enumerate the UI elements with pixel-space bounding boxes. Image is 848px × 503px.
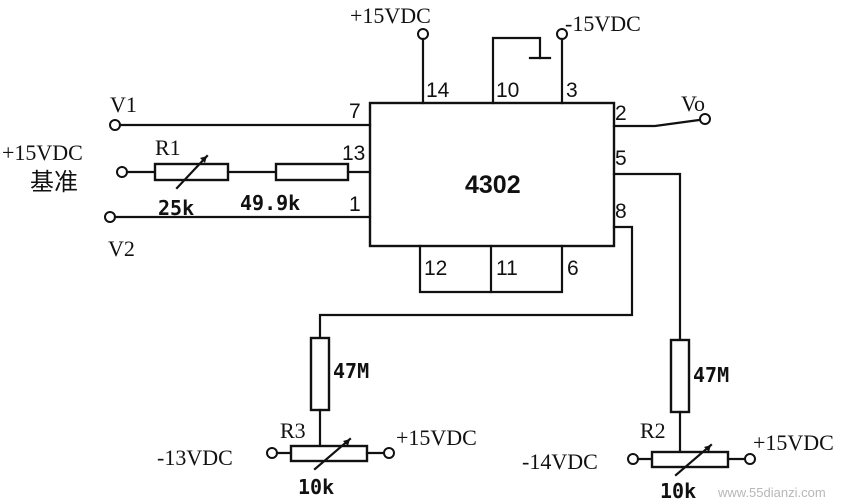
r3-right-supply: +15VDC xyxy=(396,425,477,450)
label-v1: V1 xyxy=(110,92,137,117)
ref-supply-label: +15VDC xyxy=(2,140,83,165)
pin-12: 12 xyxy=(424,257,447,280)
terminal-top-pos xyxy=(417,28,429,40)
r2-adjust-arrow xyxy=(674,443,713,477)
resistor-right-47m-value: 47M xyxy=(693,363,729,387)
terminal-ref xyxy=(116,166,128,178)
resistor-49-9k xyxy=(274,162,350,182)
r3-left-supply: -13VDC xyxy=(157,445,233,470)
r1-arrowhead xyxy=(200,156,207,163)
pin-14: 14 xyxy=(426,79,450,102)
r2-left-supply: -14VDC xyxy=(522,449,598,474)
wire-output xyxy=(612,118,701,128)
r2-arrowhead xyxy=(704,445,711,452)
r2-value: 10k xyxy=(660,479,696,503)
r3-adjust-arrow xyxy=(313,437,352,471)
terminal-vo xyxy=(699,113,711,125)
label-v2: V2 xyxy=(108,236,135,261)
watermark: www.55dianzi.com xyxy=(717,485,826,500)
pin-5: 5 xyxy=(615,147,627,170)
label-vo: Vo xyxy=(681,91,705,116)
pin-1: 1 xyxy=(349,193,361,216)
pin-3: 3 xyxy=(566,79,578,102)
resistor-49-9k-value: 49.9k xyxy=(240,191,300,215)
resistor-right-47m xyxy=(669,338,691,414)
r1-name: R1 xyxy=(155,135,181,160)
pin-2: 2 xyxy=(615,102,627,125)
terminal-top-neg xyxy=(556,28,568,40)
r2-name: R2 xyxy=(640,418,666,443)
terminal-v1 xyxy=(109,119,121,131)
wire-pin8 xyxy=(318,225,634,340)
r3-name: R3 xyxy=(280,418,306,443)
resistor-r2 xyxy=(650,450,730,469)
chip-4302-body xyxy=(368,101,616,248)
r3-arrowhead xyxy=(343,439,350,446)
r1-adjust-arrow xyxy=(175,154,209,190)
terminal-v2 xyxy=(104,211,116,223)
chip-part-label: 4302 xyxy=(465,171,521,199)
resistor-left-47m-value: 47M xyxy=(333,359,369,383)
supply-top-pos: +15VDC xyxy=(350,3,431,28)
pin-8: 8 xyxy=(615,200,627,223)
terminal-r3-left xyxy=(266,447,278,459)
ref-cjk-label: 基准 xyxy=(30,168,78,196)
pin-6: 6 xyxy=(567,257,579,280)
wire-pin10-ground xyxy=(491,36,542,105)
supply-top-neg: -15VDC xyxy=(565,11,641,36)
pin-13: 13 xyxy=(342,142,365,165)
terminal-r2-right xyxy=(744,453,756,465)
pin-11: 11 xyxy=(496,257,518,280)
r3-value: 10k xyxy=(298,475,334,499)
terminal-r3-right xyxy=(383,447,395,459)
terminal-r2-left xyxy=(627,453,639,465)
resistor-r3 xyxy=(289,444,369,463)
pin-7: 7 xyxy=(349,100,361,123)
pin-10: 10 xyxy=(496,79,519,102)
r2-right-supply: +15VDC xyxy=(753,430,834,455)
wire-pin5 xyxy=(612,172,682,342)
resistor-left-47m xyxy=(309,336,331,412)
